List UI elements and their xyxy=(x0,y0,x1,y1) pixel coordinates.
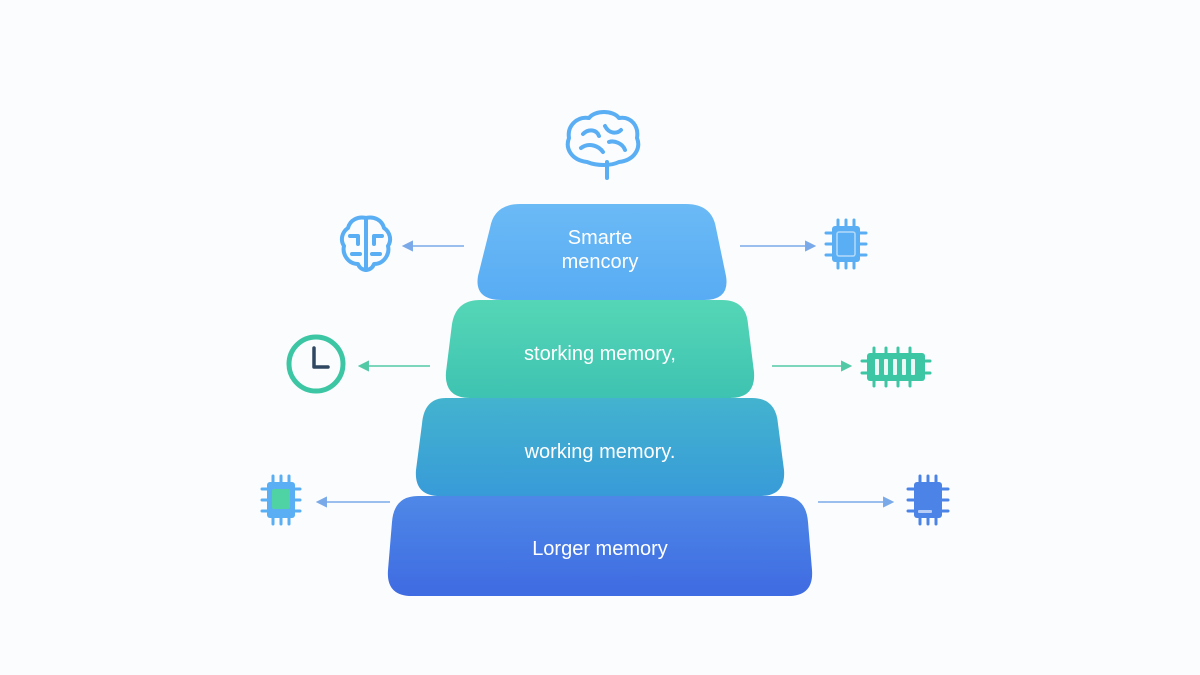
chip-icon xyxy=(906,474,950,526)
tier-1-shape xyxy=(477,204,727,300)
tier-1-label: Smarte xyxy=(568,227,632,249)
tier-2-shape xyxy=(445,300,755,398)
chip-icon xyxy=(824,218,868,270)
chip-icon xyxy=(260,474,302,526)
tier-1: Smarte mencory xyxy=(477,204,727,300)
brain-icon xyxy=(565,110,641,180)
tier-3-label: working memory. xyxy=(524,441,676,463)
brain-icon xyxy=(339,215,393,272)
tier-2: storking memory, xyxy=(445,300,755,398)
memory-module-icon xyxy=(860,346,932,388)
tier-4-shape xyxy=(387,496,813,596)
tier-3: working memory. xyxy=(415,398,785,496)
tier-4-label: Lorger memory xyxy=(532,538,668,560)
clock-icon xyxy=(286,334,346,394)
tier-4: Lorger memory xyxy=(387,496,813,596)
tier-3-shape xyxy=(415,398,785,496)
tier-1-label-line-2: mencory xyxy=(562,251,639,273)
tier-2-label: storking memory, xyxy=(524,343,676,365)
